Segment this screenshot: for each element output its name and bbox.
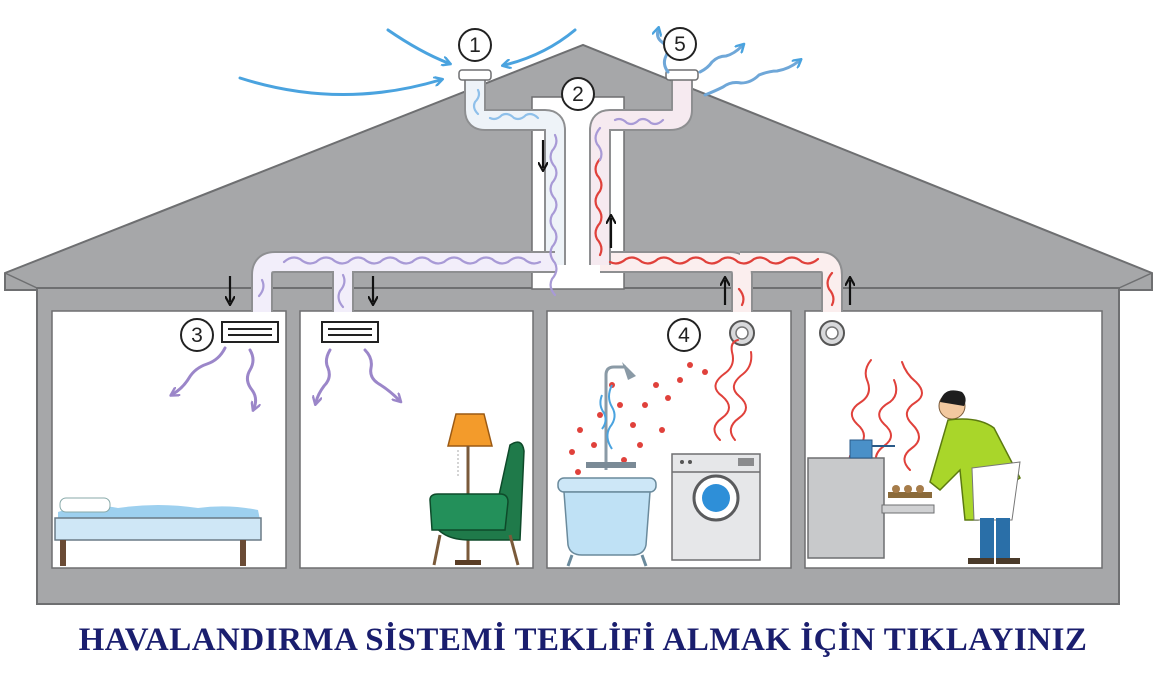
duct-airflow	[257, 88, 835, 309]
humid-air-swirls	[713, 339, 923, 471]
marker-4: 4	[667, 318, 701, 352]
marker-2-label: 2	[572, 83, 584, 106]
marker-5: 5	[663, 27, 697, 61]
marker-3: 3	[180, 318, 214, 352]
bathtub-icon	[557, 477, 657, 567]
washing-machine-icon	[671, 453, 761, 561]
marker-1: 1	[458, 28, 492, 62]
marker-5-label: 5	[674, 33, 686, 56]
supply-vent-icon	[221, 321, 379, 343]
bed-icon	[54, 497, 262, 566]
marker-1-label: 1	[469, 34, 481, 57]
extract-vent-icon	[729, 320, 845, 346]
armchair-icon	[429, 441, 525, 566]
cook-person-icon	[929, 390, 1021, 564]
shower-icon	[586, 362, 636, 470]
intake-roof-cap	[458, 69, 492, 81]
ventilation-diagram: 1 2 3 4 5	[4, 0, 1153, 605]
oven-icon	[807, 439, 935, 559]
steam-droplets	[569, 362, 708, 475]
marker-4-label: 4	[678, 324, 690, 347]
marker-2: 2	[561, 77, 595, 111]
marker-3-label: 3	[191, 324, 203, 347]
quote-request-link[interactable]: HAVALANDIRMA SİSTEMİ TEKLİFİ ALMAK İÇİN …	[78, 622, 1088, 658]
supply-airflow-arrows	[173, 346, 399, 408]
fresh-air-arrow-icon	[238, 28, 577, 96]
exhaust-roof-cap	[665, 69, 699, 81]
flow-direction-arrows	[230, 140, 850, 305]
